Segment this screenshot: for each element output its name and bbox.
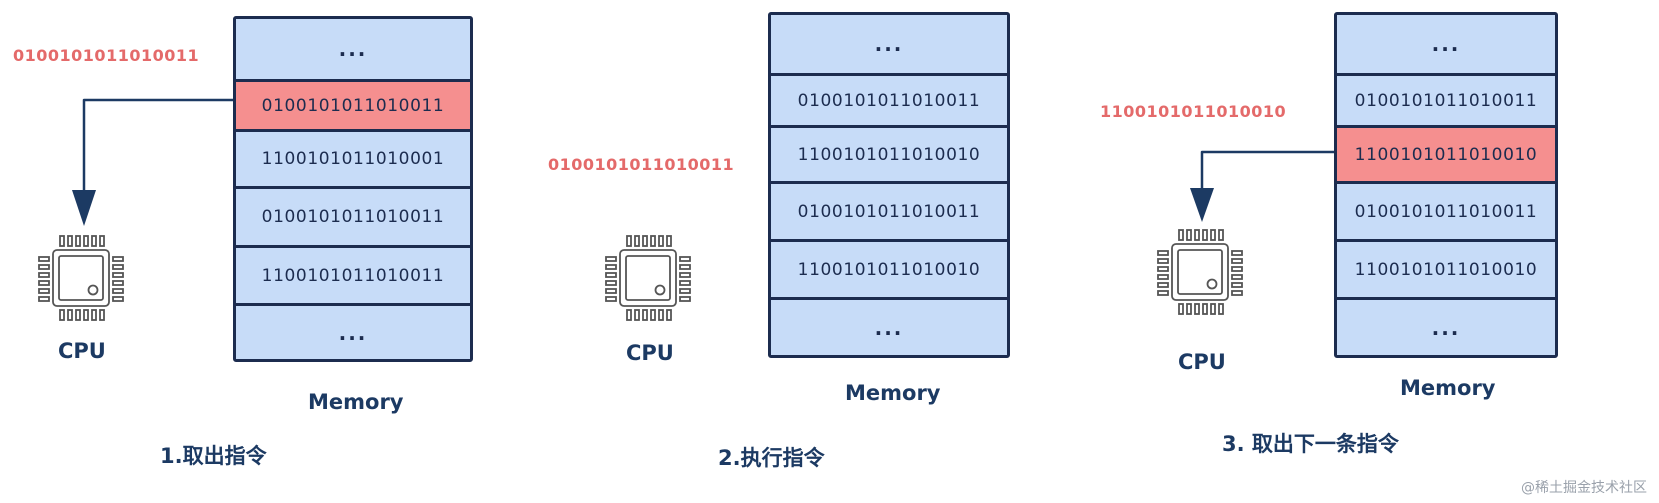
memory-label: Memory xyxy=(845,381,941,405)
cpu-label: CPU xyxy=(58,339,106,363)
memory-label: Memory xyxy=(1400,376,1496,400)
memory-cell: ... xyxy=(338,37,368,61)
memory-cell: ... xyxy=(236,303,470,359)
panel-step-1: 0100101011010011 CPU ... 010010101101001… xyxy=(0,0,560,503)
memory-cell-highlighted: 1100101011010010 xyxy=(1337,125,1555,181)
memory-block: ... 0100101011010011 1100101011010010 01… xyxy=(1334,12,1558,358)
fetched-binary: 1100101011010010 xyxy=(1100,102,1287,121)
memory-cell: 1100101011010010 xyxy=(1337,239,1555,297)
memory-cell: 1100101011010010 xyxy=(771,239,1007,297)
cpu-chip-icon xyxy=(605,235,691,321)
cpu-chip-icon xyxy=(38,235,124,321)
step-label: 3. 取出下一条指令 xyxy=(1222,432,1399,456)
memory-cell: 0100101011010011 xyxy=(1337,73,1555,125)
memory-cell: 0100101011010011 xyxy=(771,181,1007,239)
cpu-label: CPU xyxy=(1178,350,1226,374)
memory-cell: 0100101011010011 xyxy=(236,186,470,245)
panel-step-2: 0100101011010011 CPU ... 010010101101001… xyxy=(540,0,1100,503)
step-label: 2.执行指令 xyxy=(718,446,825,470)
memory-cell: 1100101011010001 xyxy=(236,129,470,186)
memory-cell-highlighted: 0100101011010011 xyxy=(236,79,470,129)
memory-cell: 0100101011010011 xyxy=(1337,181,1555,239)
cpu-label: CPU xyxy=(626,341,674,365)
memory-cell: ... xyxy=(1431,32,1461,56)
memory-cell: ... xyxy=(1337,297,1555,355)
memory-cell: 0100101011010011 xyxy=(771,73,1007,125)
step-label: 1.取出指令 xyxy=(160,444,267,468)
fetched-binary: 0100101011010011 xyxy=(548,155,735,174)
memory-block: ... 0100101011010011 1100101011010001 01… xyxy=(233,16,473,362)
memory-cell: ... xyxy=(874,32,904,56)
fetch-arrow xyxy=(72,98,235,226)
panel-step-3: 1100101011010010 CPU ... 010010101101001… xyxy=(1090,0,1659,503)
watermark: @稀土掘金技术社区 xyxy=(1521,480,1647,496)
cpu-chip-icon xyxy=(1157,229,1243,315)
memory-cell: 1100101011010011 xyxy=(236,245,470,303)
memory-cell: ... xyxy=(771,297,1007,355)
fetch-arrow xyxy=(1190,150,1336,222)
memory-block: ... 0100101011010011 1100101011010010 01… xyxy=(768,12,1010,358)
memory-label: Memory xyxy=(308,390,404,414)
fetched-binary: 0100101011010011 xyxy=(13,46,200,65)
memory-cell: 1100101011010010 xyxy=(771,125,1007,181)
